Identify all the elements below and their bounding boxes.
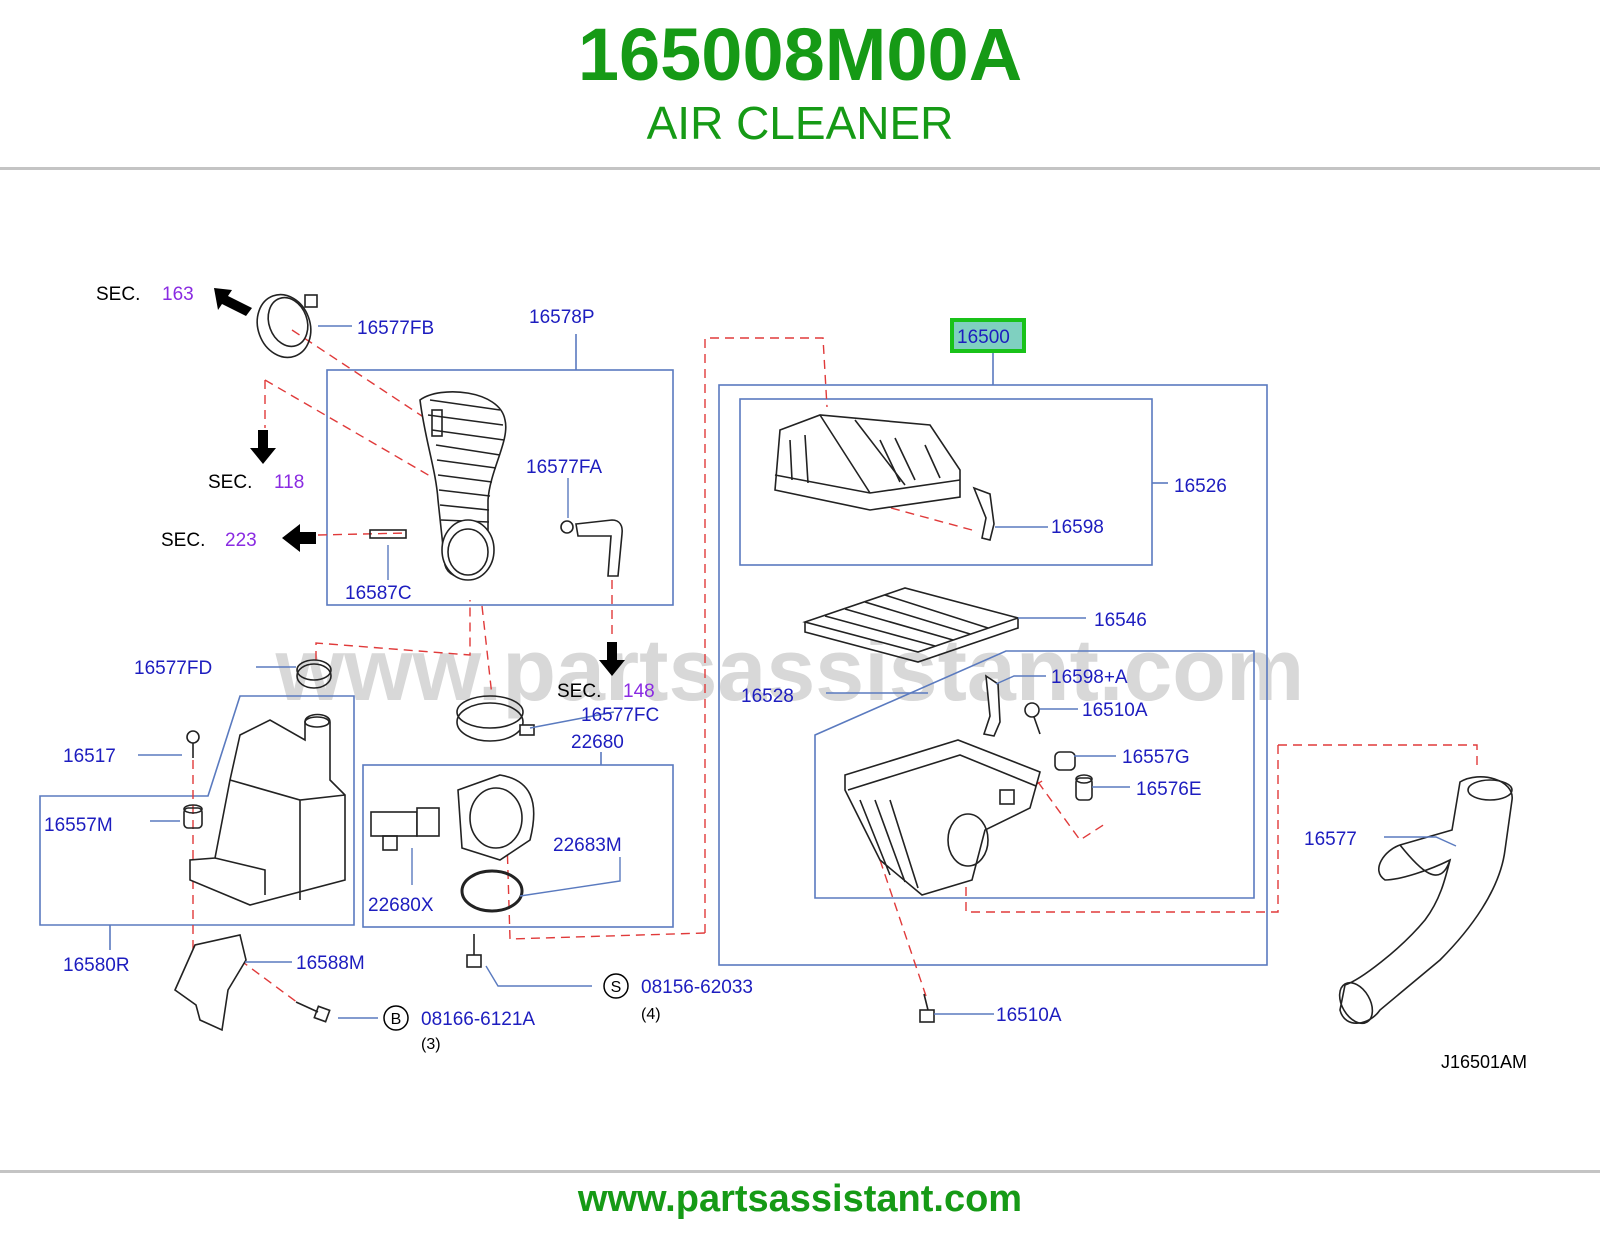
bolt-16510a-upper [1024,702,1041,735]
sec-223-number[interactable]: 223 [225,530,257,551]
label-08166-6121a[interactable]: 08166-6121A [421,1009,535,1030]
label-22680x[interactable]: 22680X [368,895,434,916]
footer-url[interactable]: www.partsassistant.com [577,1178,1023,1220]
section-arrows [214,288,625,676]
label-08156-62033[interactable]: 08156-62033 [641,977,753,998]
resonator-16580r [189,713,346,906]
label-16577fa[interactable]: 16577FA [526,457,602,478]
hose-16587c [369,529,407,539]
label-16526[interactable]: 16526 [1174,476,1227,497]
label-22680[interactable]: 22680 [571,732,624,753]
outlet-duct-16577 [1338,776,1513,1025]
clamp-16577fa [560,519,623,577]
filter-cover-16526 [774,414,961,511]
label-16510a-lower[interactable]: 16510A [996,1005,1062,1026]
watermark: www.partsassistant.com [275,620,1305,719]
fastener-symbol-s [603,973,629,999]
filter-element-16546 [802,587,1021,663]
bolt-16517 [186,730,200,758]
arrow-up-left-icon [214,288,252,316]
frame-16528 [814,650,1255,899]
label-16557g[interactable]: 16557G [1122,747,1190,768]
arrow-down-icon [599,642,625,676]
part-number-title: 165008M00A [577,13,1023,96]
maf-sensor-22680x [370,807,440,851]
air-cleaner-body-16528 [844,739,1041,896]
part-labels: 16577FB 16578P 16577FA 16587C 16577FD 16… [44,307,1357,1026]
clamp-16577fd [296,659,332,689]
dashed-leader-lines [192,329,1478,1004]
qty-08166: (3) [421,1036,441,1053]
fastener-symbol-b [383,1005,409,1031]
frame-22680 [362,764,674,928]
label-16577fd[interactable]: 16577FD [134,658,212,679]
frame-16578p [326,369,674,606]
arrow-down-icon [250,430,276,464]
clip-16598a [982,674,1001,737]
part-name-subtitle: AIR CLEANER [646,97,954,149]
label-16588m[interactable]: 16588M [296,953,365,974]
highlight-box-16500 [950,318,1026,353]
label-16580r[interactable]: 16580R [63,955,130,976]
drawing-code: J16501AM [1441,1052,1527,1072]
label-16557m[interactable]: 16557M [44,815,113,836]
header-divider [0,167,1600,170]
label-16577fb[interactable]: 16577FB [357,318,434,339]
label-16517[interactable]: 16517 [63,746,116,767]
intake-duct [419,391,507,581]
clip-16598 [972,486,995,541]
clamp-16577fc [456,695,535,742]
fastener-symbol-b-text: B [391,1011,402,1028]
bolt-08166 [295,1001,331,1023]
arrow-left-icon [282,524,316,552]
label-16510a-upper[interactable]: 16510A [1082,700,1148,721]
sec-163-number[interactable]: 163 [162,284,194,305]
sec-148-number[interactable]: 148 [623,681,655,702]
label-16577[interactable]: 16577 [1304,829,1357,850]
frame-16580r [39,695,355,926]
bolt-08156 [466,934,482,968]
sec-163-prefix: SEC. [96,284,140,305]
clamp-16577fb [256,293,318,359]
fastener-callouts: S 08156-62033 (4) B 08166-6121A (3) [383,973,753,1053]
sec-223-prefix: SEC. [161,530,205,551]
label-16598a[interactable]: 16598+A [1051,667,1128,688]
section-references: SEC. 163 SEC. 118 SEC. 223 SEC. 148 [96,284,655,702]
assembly-frames [39,334,1268,966]
sec-148-prefix: SEC. [557,681,601,702]
bolt-16510a-lower [919,993,935,1023]
label-16500[interactable]: 16500 [957,327,1010,348]
footer-divider [0,1170,1600,1173]
label-22683m[interactable]: 22683M [553,835,622,856]
qty-08156: (4) [641,1006,661,1023]
label-16576e[interactable]: 16576E [1136,779,1202,800]
oring-22683m [460,869,524,913]
label-16587c[interactable]: 16587C [345,583,412,604]
label-16577fc[interactable]: 16577FC [581,705,659,726]
sec-118-prefix: SEC. [208,472,252,493]
label-16528[interactable]: 16528 [741,686,794,707]
throttle-body-22680 [457,774,535,861]
grommet-16557g [1054,751,1076,771]
label-leaders [138,325,1457,1019]
page-header: 165008M00A AIR CLEANER [0,0,1600,168]
insulator-16576e [1075,774,1093,801]
label-16546[interactable]: 16546 [1094,610,1147,631]
label-16598[interactable]: 16598 [1051,517,1104,538]
fastener-symbol-s-text: S [611,979,622,996]
sec-118-number[interactable]: 118 [274,472,304,493]
label-16578p[interactable]: 16578P [529,307,595,328]
grommet-16557m [183,804,203,829]
bracket-16588m [174,934,247,1032]
part-illustrations [174,293,1513,1032]
frame-16526 [739,398,1153,566]
